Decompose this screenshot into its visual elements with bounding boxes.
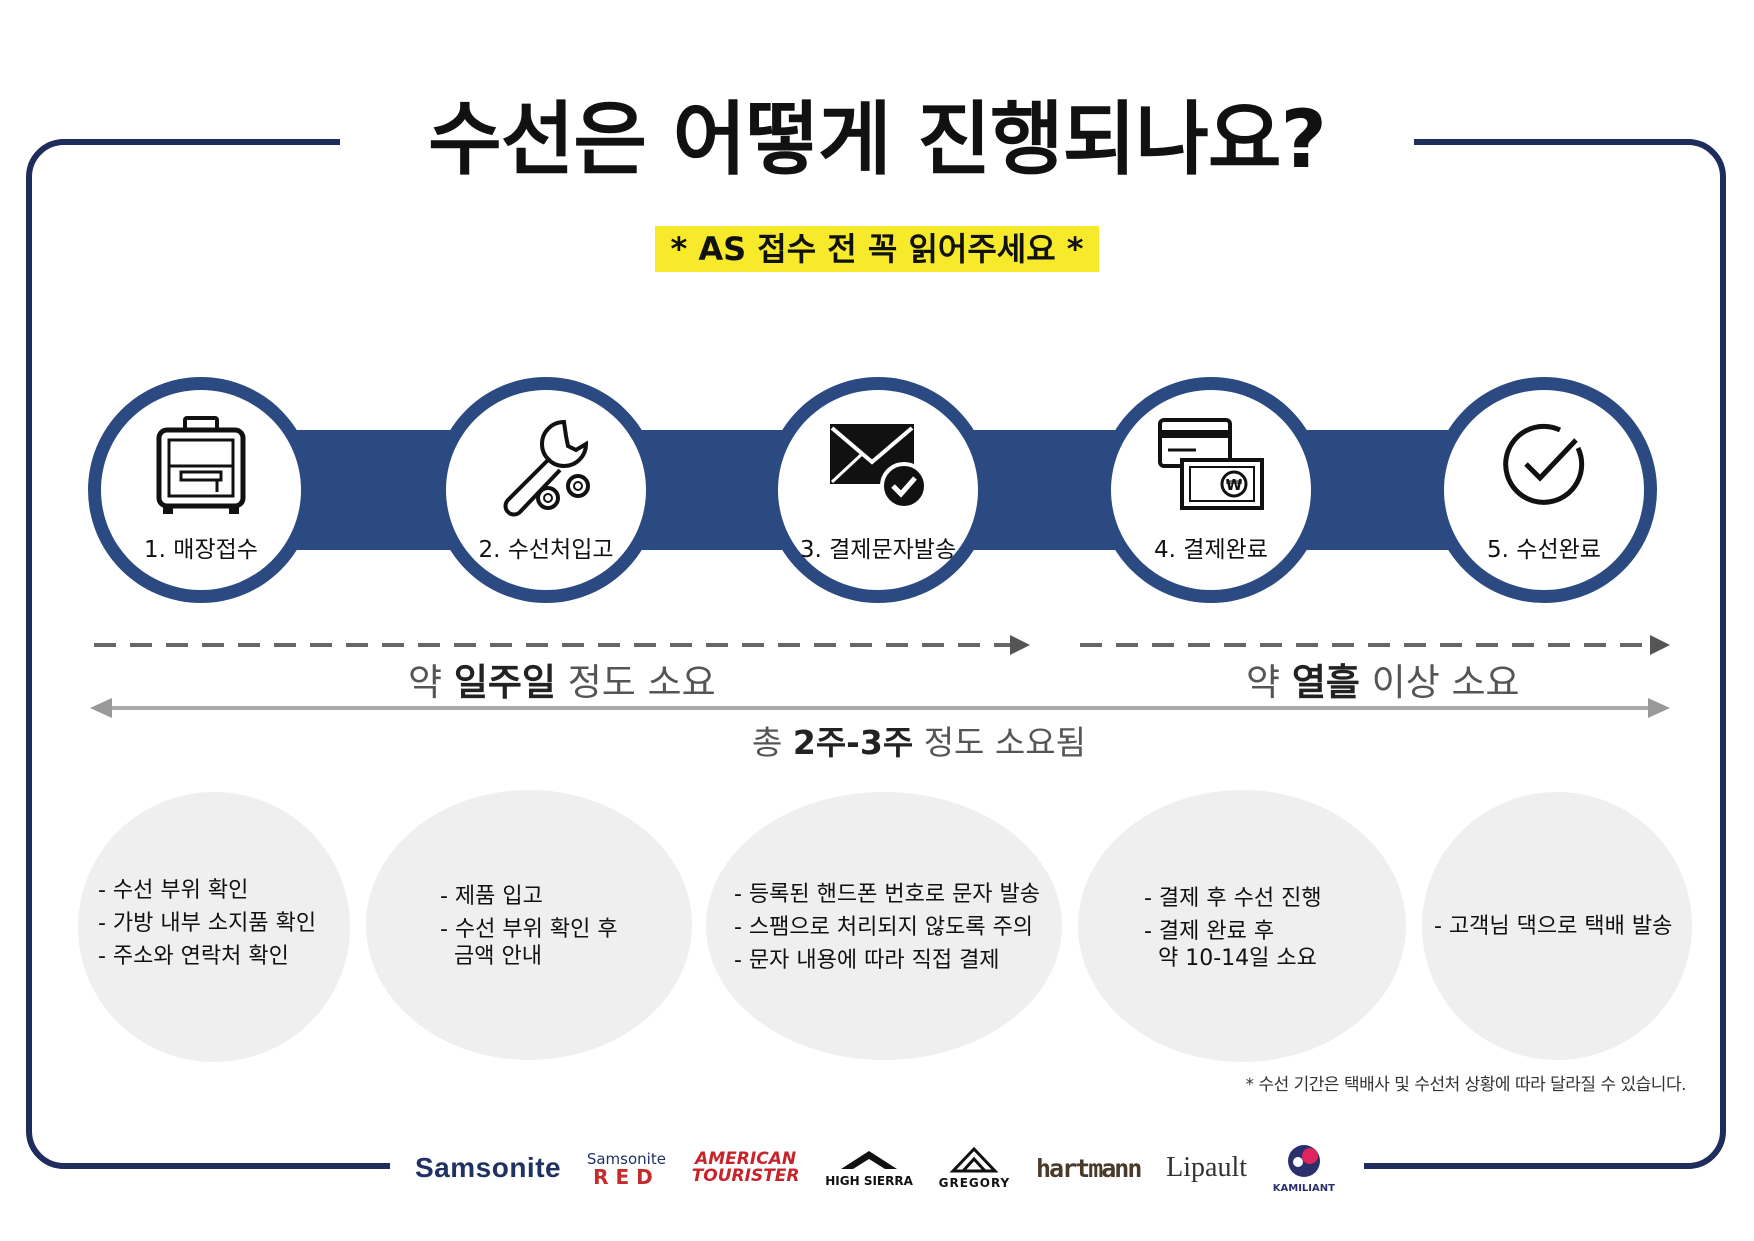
detail-item: - 가방 내부 소지품 확인 [98, 911, 317, 936]
gregory-logo: GREGORY [939, 1146, 1011, 1190]
duration-first: 약 일주일 정도 소요 [408, 661, 716, 704]
kamiliant-emblem-icon [1287, 1145, 1320, 1177]
high-sierra-logo: HIGH SIERRA [825, 1149, 913, 1188]
detail-item: - 수선 부위 확인 후 [440, 917, 618, 942]
mountain-icon [841, 1150, 898, 1169]
step-2: 2. 수선처입고 [446, 390, 646, 590]
detail-item: 약 10-14일 소요 [1158, 946, 1317, 971]
step-1: 1. 매장접수 [101, 390, 301, 590]
detail-item: - 스팸으로 처리되지 않도록 주의 [734, 915, 1034, 940]
page-title: 수선은 어떻게 진행되나요? [340, 92, 1414, 188]
duration-total: 총 2주-3주 정도 소요됨 [752, 723, 1086, 762]
detail-bubble-1: - 수선 부위 확인 - 가방 내부 소지품 확인 - 주소와 연락처 확인 [78, 792, 350, 1062]
brand-logos: Samsonite Samsonite RED AMERICAN TOURIST… [415, 1140, 1335, 1196]
step-3: 3. 결제문자발송 [778, 390, 978, 590]
card-payment-icon: ₩ [1156, 414, 1266, 518]
luggage-icon [151, 414, 251, 522]
detail-item: - 제품 입고 [440, 884, 543, 909]
samsonite-logo: Samsonite [415, 1152, 562, 1183]
wrench-gear-icon [494, 414, 598, 522]
svg-text:₩: ₩ [1226, 476, 1243, 494]
step-label: 1. 매장접수 [144, 537, 258, 563]
duration-second: 약 열흘 이상 소요 [1246, 661, 1520, 704]
mail-check-icon [826, 414, 930, 514]
hartmann-logo: hartmann [1035, 1153, 1142, 1183]
detail-bubble-2: - 제품 입고 - 수선 부위 확인 후 금액 안내 [366, 790, 692, 1060]
step-5: 5. 수선완료 [1444, 390, 1644, 590]
detail-item: 금액 안내 [454, 944, 542, 969]
footnote: * 수선 기간은 택배사 및 수선처 상황에 따라 달라질 수 있습니다. [1245, 1075, 1687, 1095]
detail-item: - 결제 후 수선 진행 [1144, 886, 1322, 911]
detail-item: - 주소와 연락처 확인 [98, 944, 289, 969]
check-circle-icon [1494, 414, 1594, 518]
detail-item: - 수선 부위 확인 [98, 878, 249, 903]
notice-banner: * AS 접수 전 꼭 읽어주세요 * [655, 226, 1099, 272]
samsonite-red-logo: Samsonite RED [586, 1150, 666, 1189]
detail-bubble-3: - 등록된 핸드폰 번호로 문자 발송 - 스팸으로 처리되지 않도록 주의 -… [706, 792, 1062, 1060]
step-4: ₩ 4. 결제완료 [1111, 390, 1311, 590]
detail-bubble-5: - 고객님 댁으로 택배 발송 [1422, 792, 1692, 1060]
logo-strip-gap [390, 1140, 1364, 1200]
step-label: 2. 수선처입고 [478, 537, 614, 563]
step-label: 4. 결제완료 [1154, 537, 1268, 563]
lipault-logo: Lipault [1166, 1152, 1248, 1183]
step-label: 3. 결제문자발송 [799, 537, 957, 563]
detail-item: - 등록된 핸드폰 번호로 문자 발송 [734, 882, 1041, 907]
step-label: 5. 수선완료 [1487, 537, 1601, 563]
detail-item: - 고객님 댁으로 택배 발송 [1434, 914, 1673, 939]
mountain-icon [949, 1146, 999, 1172]
detail-item: - 결제 완료 후 [1144, 919, 1275, 944]
american-tourister-logo: AMERICAN TOURISTER [691, 1149, 800, 1186]
kamiliant-logo: KAMILIANT [1273, 1142, 1335, 1194]
detail-bubble-4: - 결제 후 수선 진행 - 결제 완료 후 약 10-14일 소요 [1078, 790, 1406, 1062]
detail-item: - 문자 내용에 따라 직접 결제 [734, 948, 1000, 973]
